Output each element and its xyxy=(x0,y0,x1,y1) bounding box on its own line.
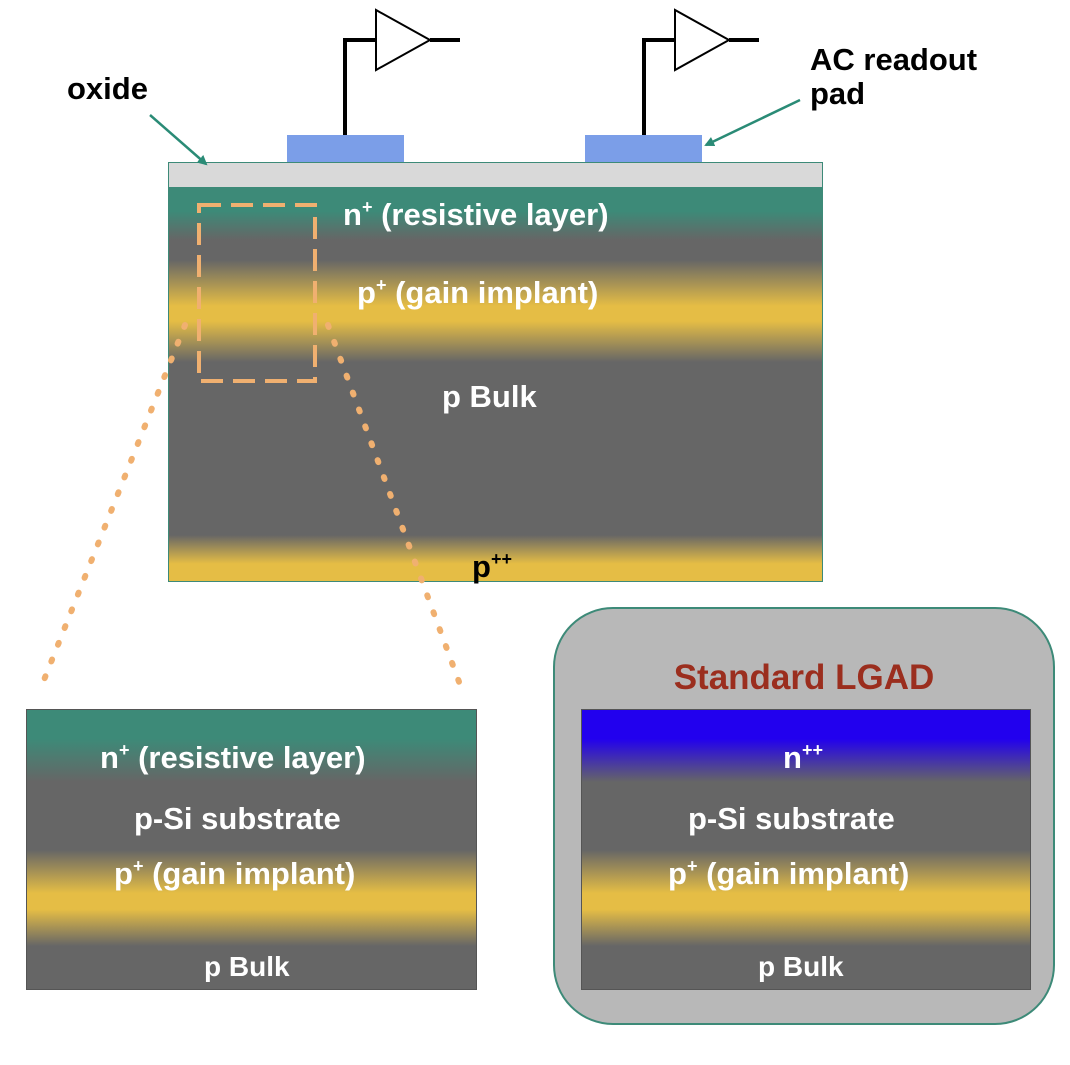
inset-n-plus-label: n+ (resistive layer) xyxy=(100,740,366,775)
standard-lgad-title: Standard LGAD xyxy=(673,658,935,697)
main-bulk-label: p Bulk xyxy=(442,379,537,414)
oxide-arrow-icon xyxy=(149,114,208,166)
backside-p-plus-plus-layer xyxy=(169,535,822,581)
ac-readout-pad-right xyxy=(585,135,702,162)
inset-bulk-label: p Bulk xyxy=(204,951,290,982)
standard-lgad-stack xyxy=(581,709,1031,990)
zoom-inset xyxy=(26,709,477,990)
zoom-line-left xyxy=(37,322,188,693)
inset-n-plus-layer xyxy=(27,710,476,782)
lgad-gain-label: p+ (gain implant) xyxy=(668,856,910,891)
inset-gain-label: p+ (gain implant) xyxy=(114,856,356,891)
lgad-substrate-label: p-Si substrate xyxy=(688,801,895,836)
inset-gain-implant-layer xyxy=(27,850,476,946)
oxide-callout-label: oxide xyxy=(67,71,148,106)
amplifier-icon-right xyxy=(642,8,759,135)
inset-substrate-label: p-Si substrate xyxy=(134,801,341,836)
lgad-bulk-label: p Bulk xyxy=(758,951,844,982)
ac-pad-arrow-icon xyxy=(704,98,801,147)
amplifier-icon-left xyxy=(343,8,460,135)
main-n-plus-label: n+ (resistive layer) xyxy=(343,197,609,232)
lgad-n-plus-plus-label: n++ xyxy=(783,740,823,775)
lgad-gain-implant-layer xyxy=(582,850,1030,946)
main-p-plus-plus-label: p++ xyxy=(472,549,512,584)
lgad-n-plus-plus-layer xyxy=(582,710,1030,782)
main-gain-label: p+ (gain implant) xyxy=(357,275,599,310)
oxide-layer xyxy=(169,163,822,188)
ac-readout-callout-label: AC readout pad xyxy=(810,42,978,111)
ac-readout-pad-left xyxy=(287,135,404,162)
